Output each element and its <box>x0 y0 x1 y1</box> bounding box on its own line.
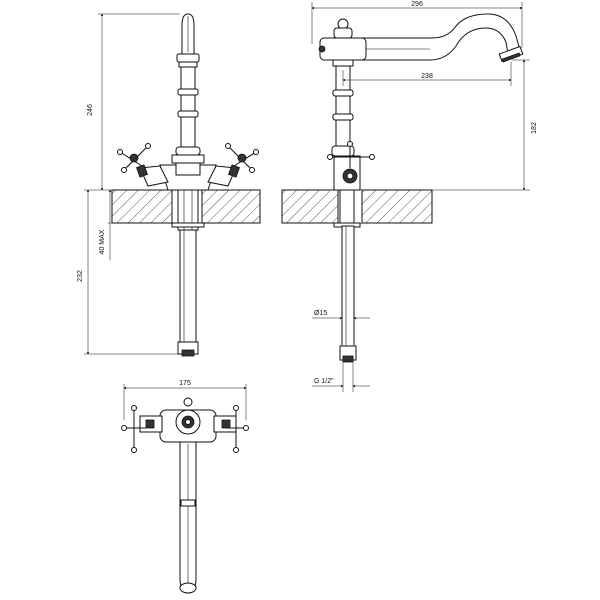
front-shank <box>171 189 205 357</box>
dim-handle-span-label: 175 <box>179 380 191 387</box>
side-body <box>327 141 375 191</box>
dim-overall-width: 296 <box>311 1 523 48</box>
side-view: 296 238 182 Ø15 G 1/2" <box>281 1 538 392</box>
dim-total-height: 246 <box>87 13 180 191</box>
top-spout <box>179 440 197 594</box>
dim-shank-diameter: Ø15 <box>312 310 370 320</box>
dim-connection: G 1/2" <box>312 362 370 392</box>
front-view: 246 40 MAX 232 <box>77 13 261 357</box>
top-right-handle <box>213 405 249 453</box>
front-body <box>117 143 259 191</box>
dim-deck-thickness-label: 40 MAX <box>99 229 106 254</box>
top-left-handle <box>121 405 163 453</box>
dim-under-deck: 232 <box>77 189 180 355</box>
dim-shank-diameter-label: Ø15 <box>314 310 327 317</box>
side-column <box>318 18 367 157</box>
dim-overall-width-label: 296 <box>411 1 423 8</box>
front-left-handle <box>117 143 151 173</box>
side-shank <box>333 189 361 363</box>
dim-total-height-label: 246 <box>87 104 94 116</box>
top-view: 175 <box>121 380 249 594</box>
top-hub <box>159 397 217 443</box>
dim-handle-span: 175 <box>123 380 247 420</box>
dim-spout-reach: 238 <box>342 62 512 86</box>
front-right-handle <box>225 143 259 173</box>
dim-spout-height-label: 182 <box>531 122 538 134</box>
front-spout <box>171 13 205 164</box>
dim-spout-height: 182 <box>432 59 538 191</box>
dim-spout-reach-label: 238 <box>421 73 433 80</box>
side-handle <box>327 141 375 168</box>
side-spout <box>358 13 524 63</box>
dim-deck-thickness: 40 MAX <box>99 189 112 260</box>
dim-connection-label: G 1/2" <box>314 378 334 385</box>
dim-under-deck-label: 232 <box>77 270 84 282</box>
